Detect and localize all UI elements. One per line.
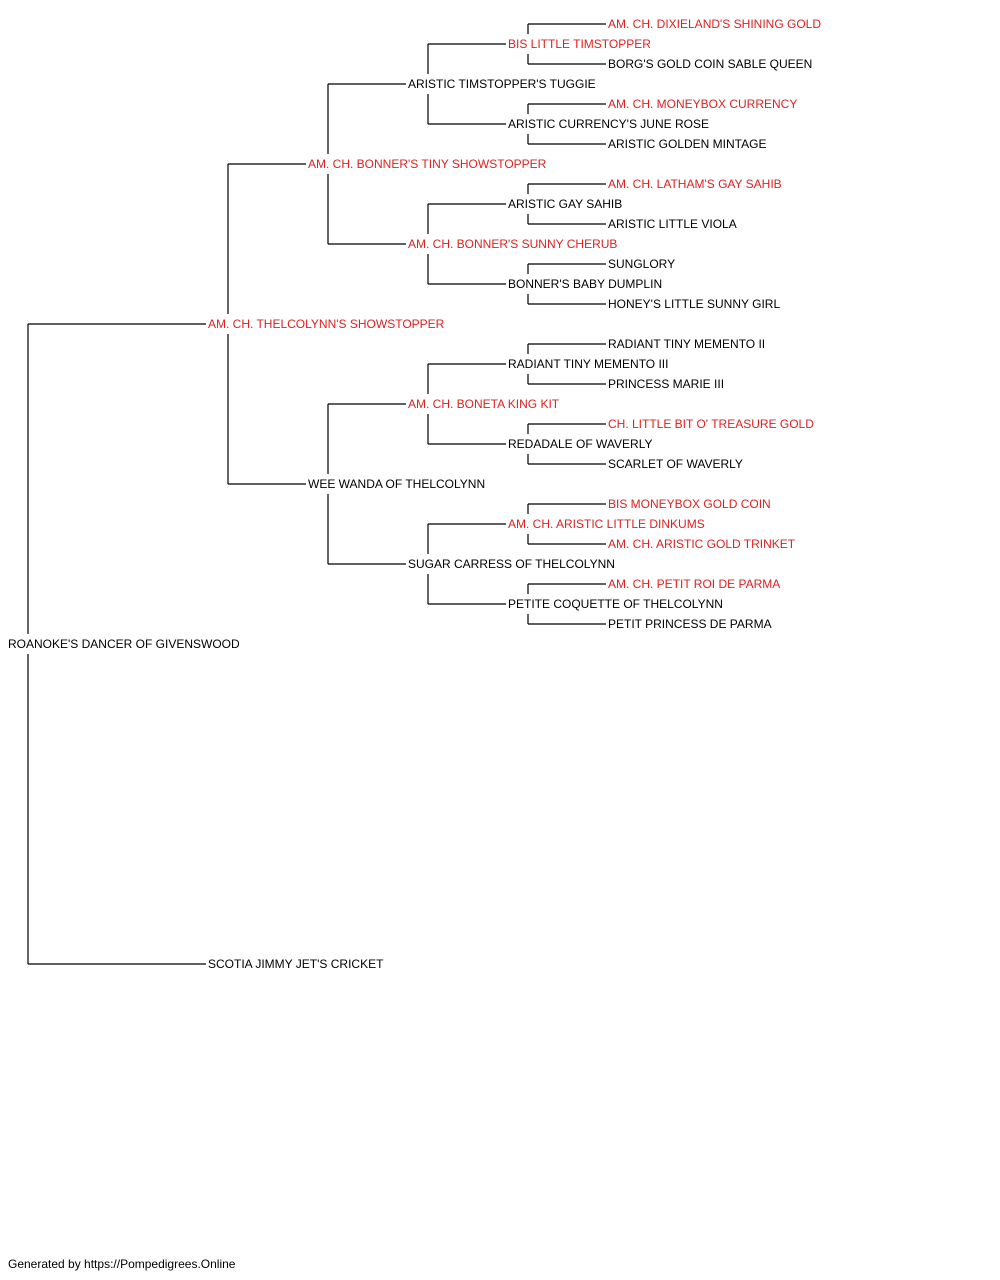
- pedigree-entry: AM. CH. THELCOLYNN'S SHOWSTOPPER: [208, 317, 445, 331]
- pedigree-entry: AM. CH. ARISTIC GOLD TRINKET: [608, 537, 796, 551]
- pedigree-entry: AM. CH. PETIT ROI DE PARMA: [608, 577, 781, 591]
- pedigree-entry: HONEY'S LITTLE SUNNY GIRL: [608, 297, 781, 311]
- pedigree-entry: SUGAR CARRESS OF THELCOLYNN: [408, 557, 615, 571]
- pedigree-entry: AM. CH. BONETA KING KIT: [408, 397, 560, 411]
- pedigree-entry: RADIANT TINY MEMENTO III: [508, 357, 669, 371]
- pedigree-entry: PETIT PRINCESS DE PARMA: [608, 617, 772, 631]
- pedigree-entry: BONNER'S BABY DUMPLIN: [508, 277, 663, 291]
- pedigree-entry: AM. CH. DIXIELAND'S SHINING GOLD: [608, 17, 821, 31]
- pedigree-entry: WEE WANDA OF THELCOLYNN: [308, 477, 486, 491]
- pedigree-entry: ARISTIC GAY SAHIB: [508, 197, 623, 211]
- pedigree-entry: SUNGLORY: [608, 257, 676, 271]
- pedigree-entry: ROANOKE'S DANCER OF GIVENSWOOD: [8, 637, 240, 651]
- pedigree-entry: AM. CH. BONNER'S SUNNY CHERUB: [408, 237, 618, 251]
- pedigree-entry: BIS MONEYBOX GOLD COIN: [608, 497, 771, 511]
- pedigree-entry: ARISTIC LITTLE VIOLA: [608, 217, 737, 231]
- pedigree-entry: AM. CH. LATHAM'S GAY SAHIB: [608, 177, 782, 191]
- pedigree-entry: ARISTIC GOLDEN MINTAGE: [608, 137, 767, 151]
- pedigree-entry: PRINCESS MARIE III: [608, 377, 725, 391]
- pedigree-entry: BIS LITTLE TIMSTOPPER: [508, 37, 651, 51]
- pedigree-entry: AM. CH. ARISTIC LITTLE DINKUMS: [508, 517, 705, 531]
- pedigree-entry: AM. CH. BONNER'S TINY SHOWSTOPPER: [308, 157, 547, 171]
- pedigree-entry: SCARLET OF WAVERLY: [608, 457, 743, 471]
- pedigree-entry: PETITE COQUETTE OF THELCOLYNN: [508, 597, 723, 611]
- pedigree-entry: REDADALE OF WAVERLY: [508, 437, 653, 451]
- pedigree-entry: CH. LITTLE BIT O' TREASURE GOLD: [608, 417, 814, 431]
- pedigree-entry: BORG'S GOLD COIN SABLE QUEEN: [608, 57, 813, 71]
- pedigree-entry: AM. CH. MONEYBOX CURRENCY: [608, 97, 798, 111]
- pedigree-entry: SCOTIA JIMMY JET'S CRICKET: [208, 957, 384, 971]
- pedigree-entry: ARISTIC CURRENCY'S JUNE ROSE: [508, 117, 709, 131]
- pedigree-entry: RADIANT TINY MEMENTO II: [608, 337, 766, 351]
- footer-credit: Generated by https://Pompedigrees.Online: [8, 1257, 236, 1271]
- pedigree-entry: ARISTIC TIMSTOPPER'S TUGGIE: [408, 77, 596, 91]
